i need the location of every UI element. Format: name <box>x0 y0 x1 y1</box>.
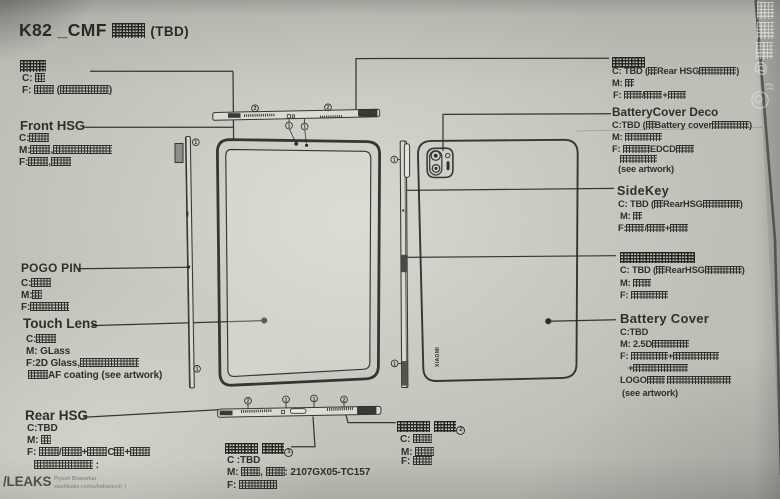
svg-text:1: 1 <box>303 125 306 131</box>
svg-text:2: 2 <box>343 397 346 403</box>
svg-text:XIAOMI: XIAOMI <box>435 347 441 367</box>
svg-text:2: 2 <box>247 399 250 405</box>
svg-text:1: 1 <box>196 367 199 373</box>
svg-text:1: 1 <box>194 140 197 146</box>
svg-text:1: 1 <box>285 397 288 403</box>
svg-text:2: 2 <box>327 105 330 111</box>
svg-text:2: 2 <box>254 106 257 112</box>
svg-text:1: 1 <box>393 158 396 164</box>
svg-text:1: 1 <box>313 396 316 402</box>
svg-text:1: 1 <box>288 124 291 130</box>
svg-text:1: 1 <box>393 361 396 367</box>
